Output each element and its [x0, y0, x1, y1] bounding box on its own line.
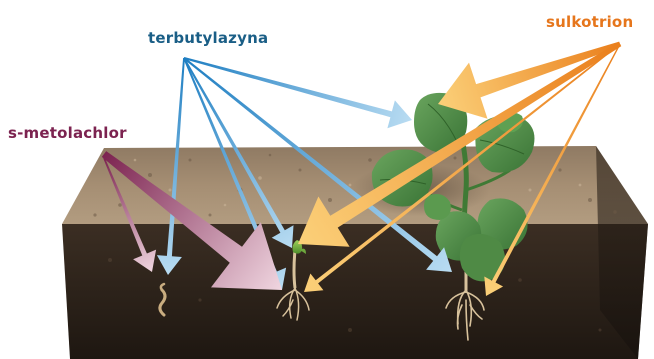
label-s-metolachlor: s-metolachlor	[8, 124, 127, 142]
sulkotrion-arrow-top-leaf	[438, 42, 621, 119]
label-sulkotrion: sulkotrion	[546, 13, 633, 31]
soil-front-face	[62, 224, 648, 359]
label-terbutylazyna: terbutylazyna	[148, 29, 268, 47]
